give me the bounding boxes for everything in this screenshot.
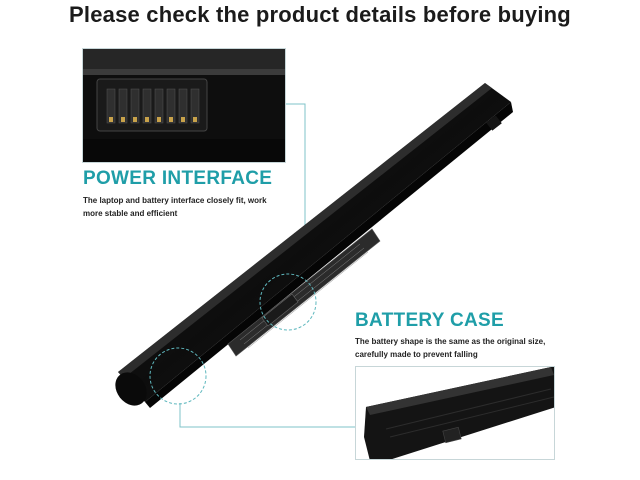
callout-circles xyxy=(149,273,317,405)
battery-body xyxy=(115,83,513,408)
case-desc-line-2: carefully made to prevent falling xyxy=(355,350,478,359)
power-interface-closeup xyxy=(82,48,286,163)
page-headline: Please check the product details before … xyxy=(69,2,571,27)
power-interface-title: POWER INTERFACE xyxy=(83,168,273,189)
battery-case-title: BATTERY CASE xyxy=(355,310,504,331)
power-interface-description: The laptop and battery interface closely… xyxy=(83,194,283,220)
case-closeup-image xyxy=(356,367,554,459)
connector-closeup-image xyxy=(83,49,285,162)
power-desc-line-1: The laptop and battery interface closely… xyxy=(83,196,267,205)
battery-case-description: The battery shape is the same as the ori… xyxy=(355,335,555,361)
power-desc-line-2: more stable and efficient xyxy=(83,209,178,218)
case-desc-line-1: The battery shape is the same as the ori… xyxy=(355,337,546,346)
battery-case-closeup xyxy=(355,366,555,460)
